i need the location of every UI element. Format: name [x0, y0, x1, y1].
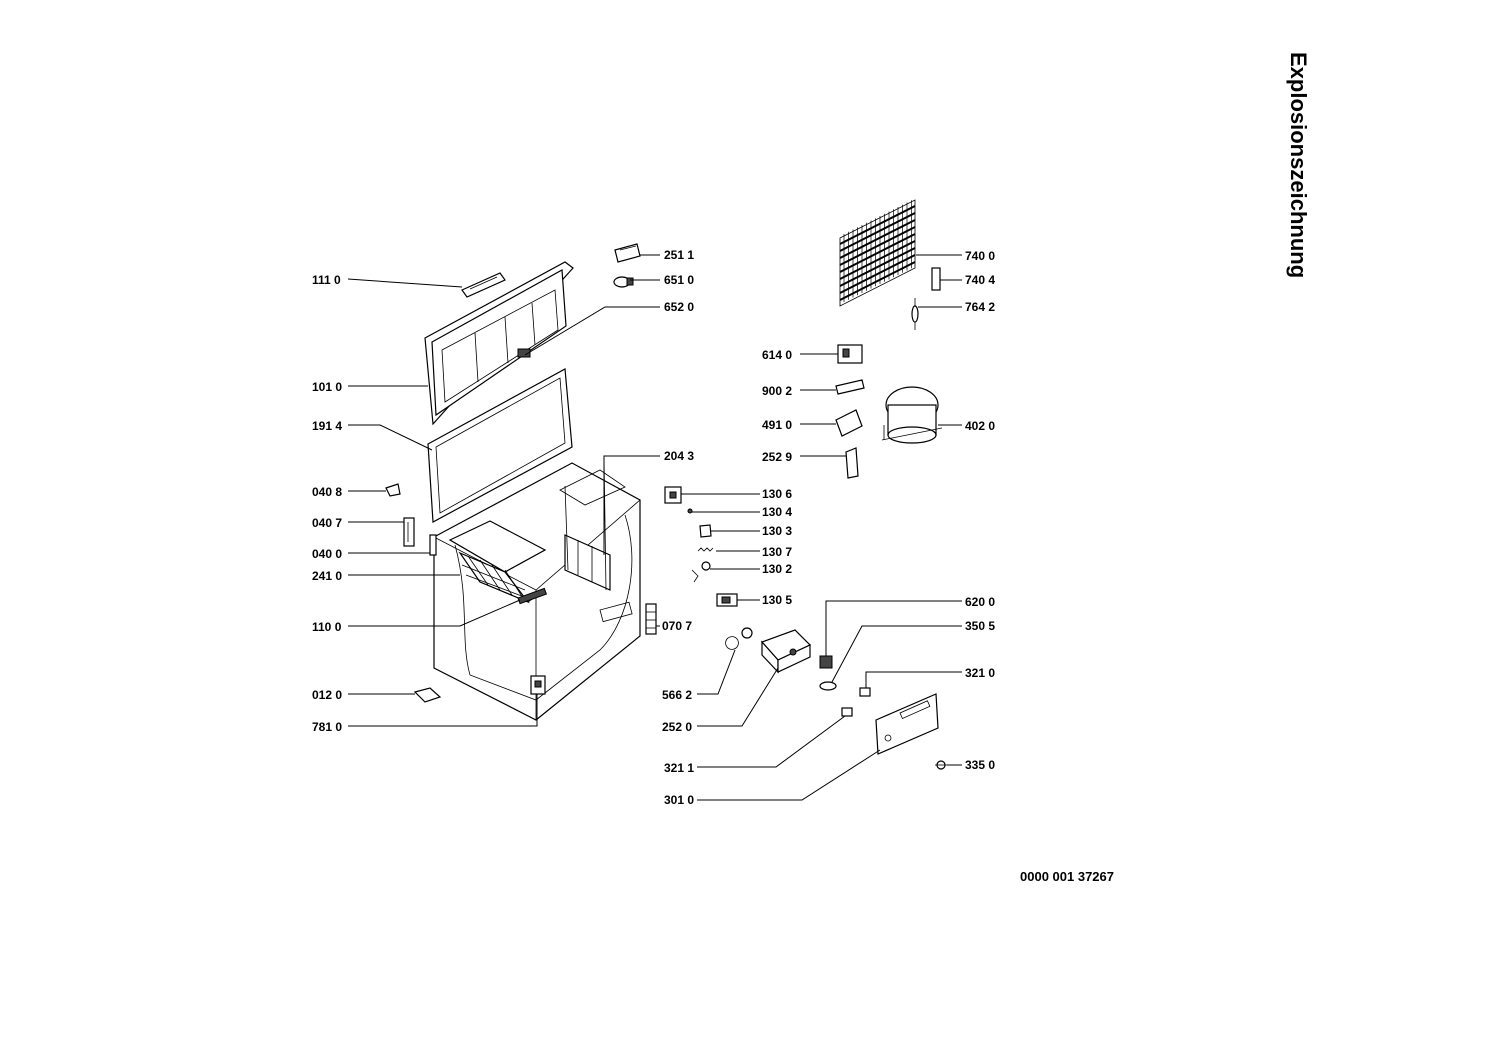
lock-130-2-part: [691, 561, 711, 583]
lid-part: [424, 261, 574, 426]
callout-111-0: 111 0: [312, 273, 341, 287]
hinge-040-8-part: [385, 483, 401, 497]
lamp-350-5-part: [819, 681, 837, 691]
callout-130-5: 130 5: [762, 593, 792, 607]
wire-basket-part: [448, 520, 548, 605]
callout-651-0: 651 0: [664, 273, 694, 287]
gasket-part: [427, 368, 573, 523]
callout-012-0: 012 0: [312, 688, 342, 702]
callout-130-3: 130 3: [762, 524, 792, 538]
plate-781-0-part: [530, 675, 546, 695]
callout-040-8: 040 8: [312, 485, 342, 499]
callout-402-0: 402 0: [965, 419, 995, 433]
control-box-252-0-part: [760, 629, 812, 674]
callout-191-4: 191 4: [312, 419, 342, 433]
callout-614-0: 614 0: [762, 348, 792, 362]
relay-614-0-part: [837, 344, 863, 364]
callout-130-6: 130 6: [762, 487, 792, 501]
callout-110-0: 110 0: [312, 620, 342, 634]
thermostat-566-2-part: [725, 627, 753, 650]
lock-130-5-part: [716, 593, 738, 607]
callout-241-0: 241 0: [312, 569, 342, 583]
switch-620-0-part: [819, 655, 833, 669]
lock-130-4-part: [687, 508, 693, 514]
lock-130-6-part: [664, 486, 682, 504]
callout-900-2: 900 2: [762, 384, 792, 398]
compressor-402-0-part: [881, 386, 943, 444]
lamp-holder-651-0-part: [613, 276, 634, 288]
bracket-740-4-part: [931, 267, 941, 291]
callout-335-0: 335 0: [965, 758, 995, 772]
lock-130-7-part: [697, 547, 714, 552]
callout-764-2: 764 2: [965, 300, 995, 314]
bracket-252-9-part: [845, 447, 859, 479]
filter-764-2-part: [911, 298, 919, 330]
callout-204-3: 204 3: [664, 449, 694, 463]
callout-252-0: 252 0: [662, 720, 692, 734]
front-panel-301-0-part: [875, 693, 939, 755]
callout-040-7: 040 7: [312, 516, 342, 530]
foot-012-0-part: [413, 687, 442, 703]
callout-070-7: 070 7: [662, 619, 692, 633]
callout-491-0: 491 0: [762, 418, 792, 432]
document-number: 0000 001 37267: [1020, 869, 1114, 884]
lamp-321-0-part: [859, 687, 871, 697]
lock-130-3-part: [699, 524, 712, 538]
hinge-040-0-part: [429, 534, 437, 556]
lamp-321-1-part: [841, 707, 853, 717]
callout-101-0: 101 0: [312, 380, 342, 394]
callout-labels: 111 0 101 0 191 4 040 8 040 7 040 0 241 …: [312, 248, 995, 807]
condenser-740-0-part: [839, 199, 916, 307]
callout-350-5: 350 5: [965, 619, 995, 633]
clip-900-2-part: [835, 379, 865, 395]
callout-321-0: 321 0: [965, 666, 995, 680]
drawing-title: Explosionszeichnung: [1286, 52, 1311, 279]
callout-130-2: 130 2: [762, 562, 792, 576]
callout-740-4: 740 4: [965, 273, 995, 287]
light-cover-251-1-part: [614, 243, 641, 263]
callout-301-0: 301 0: [664, 793, 694, 807]
callout-652-0: 652 0: [664, 300, 694, 314]
lid-handle-part: [461, 272, 506, 298]
callout-252-9: 252 9: [762, 450, 792, 464]
hinge-cover-040-7-part: [403, 517, 415, 547]
callout-740-0: 740 0: [965, 249, 995, 263]
callout-781-0: 781 0: [312, 720, 342, 734]
knob-335-0-part: [935, 760, 947, 770]
callout-130-4: 130 4: [762, 505, 792, 519]
callout-566-2: 566 2: [662, 688, 692, 702]
callout-130-7: 130 7: [762, 545, 792, 559]
leader-lines: [347, 254, 962, 801]
grille-070-7-part: [645, 603, 657, 635]
bracket-491-0-part: [835, 409, 863, 437]
callout-040-0: 040 0: [312, 547, 342, 561]
callout-251-1: 251 1: [664, 248, 694, 262]
callout-620-0: 620 0: [965, 595, 995, 609]
callout-321-1: 321 1: [664, 761, 694, 775]
